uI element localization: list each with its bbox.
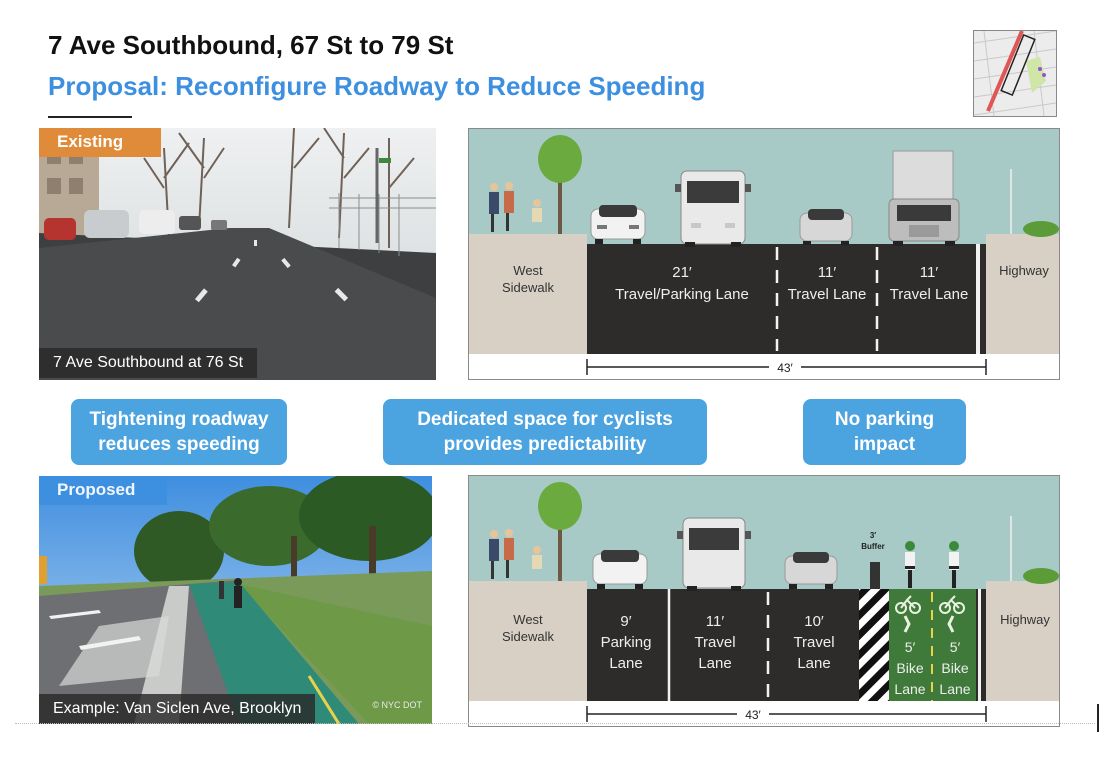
proposed-cross-section: 43′ 3′ Buffer West Sidewalk Highway 9′ P…	[468, 475, 1060, 727]
callout-no-parking-impact: No parking impact	[803, 399, 966, 465]
existing-lane2-width: 11′	[818, 264, 837, 281]
buffer-hatch	[859, 589, 889, 701]
proposed-total-width: 43′	[745, 708, 761, 722]
bike-symbol-icon	[895, 595, 921, 633]
proposed-tag: Proposed	[39, 476, 167, 505]
pedestrians-icon	[489, 182, 542, 232]
slide-title: 7 Ave Southbound, 67 St to 79 St	[48, 30, 454, 60]
highway-shoulder	[986, 234, 1059, 354]
bike-symbol-icon	[939, 595, 965, 633]
cyclist-icon	[949, 541, 959, 588]
car-icon	[592, 550, 648, 589]
bike-lane2-width: 5′	[950, 639, 961, 655]
bottom-divider	[15, 723, 1095, 724]
existing-sidewalk-label-2: Sidewalk	[502, 280, 555, 295]
text-cursor	[1097, 704, 1099, 732]
proposed-sidewalk-label-2: Sidewalk	[502, 629, 555, 644]
pedestrians-icon	[489, 529, 542, 579]
existing-lane1-name: Travel/Parking Lane	[615, 286, 749, 303]
bike-lane1-width: 5′	[905, 639, 916, 655]
bus-icon	[677, 517, 751, 591]
existing-lane1-width: 21′	[672, 264, 692, 281]
existing-lane2-name: Travel Lane	[788, 286, 867, 303]
car-icon	[799, 209, 853, 245]
existing-lane3-width: 11′	[920, 264, 939, 281]
existing-photo: Existing 7 Ave Southbound at 76 St	[39, 128, 436, 380]
callout-dedicated-cyclist-space: Dedicated space for cyclists provides pr…	[383, 399, 707, 465]
bike-lane1-name-1: Bike	[896, 660, 923, 676]
travel-lane1-name-2: Lane	[698, 655, 731, 672]
title-underline	[48, 116, 132, 118]
existing-total-width: 43′	[777, 361, 793, 375]
locator-map	[973, 30, 1057, 117]
bus-icon	[675, 170, 751, 247]
proposed-photo: Proposed Example: Van Siclen Ave, Brookl…	[39, 476, 432, 724]
bike-lane2-name-1: Bike	[941, 660, 968, 676]
bollard-icon	[870, 562, 880, 589]
truck-icon	[888, 150, 960, 246]
travel-lane2-name-2: Lane	[797, 655, 830, 672]
bike-lane1-name-2: Lane	[894, 681, 925, 697]
car-icon	[590, 205, 646, 244]
west-sidewalk	[469, 234, 587, 354]
existing-caption: 7 Ave Southbound at 76 St	[39, 348, 258, 378]
photo-credit: © NYC DOT	[372, 700, 422, 710]
existing-tag: Existing	[39, 128, 161, 157]
parking-lane-name-2: Lane	[609, 655, 642, 672]
car-icon	[784, 552, 838, 589]
buffer-width: 3′	[870, 531, 876, 540]
roadway	[587, 244, 986, 354]
proposed-sidewalk-label-1: West	[513, 612, 543, 627]
proposed-caption: Example: Van Siclen Ave, Brooklyn	[39, 694, 316, 724]
existing-cross-section: 43′ West Sidewalk Highway 21′ Travel/Par…	[468, 128, 1060, 380]
travel-lane2-width: 10′	[804, 613, 824, 630]
parking-lane-width: 9′	[620, 613, 631, 630]
existing-highway-label: Highway	[999, 263, 1049, 278]
travel-lane1-name-1: Travel	[694, 634, 735, 651]
proposed-highway-label: Highway	[1000, 612, 1050, 627]
bike-lane2-name-2: Lane	[939, 681, 970, 697]
slide-subtitle: Proposal: Reconfigure Roadway to Reduce …	[48, 71, 706, 101]
travel-lane1-width: 11′	[706, 613, 725, 630]
cyclist-icon	[905, 541, 915, 588]
existing-lane3-name: Travel Lane	[890, 286, 969, 303]
parking-lane-name-1: Parking	[601, 634, 652, 651]
buffer-label: Buffer	[861, 542, 885, 551]
travel-lane2-name-1: Travel	[793, 634, 834, 651]
callout-tightening-roadway: Tightening roadway reduces speeding	[71, 399, 287, 465]
existing-sidewalk-label-1: West	[513, 263, 543, 278]
